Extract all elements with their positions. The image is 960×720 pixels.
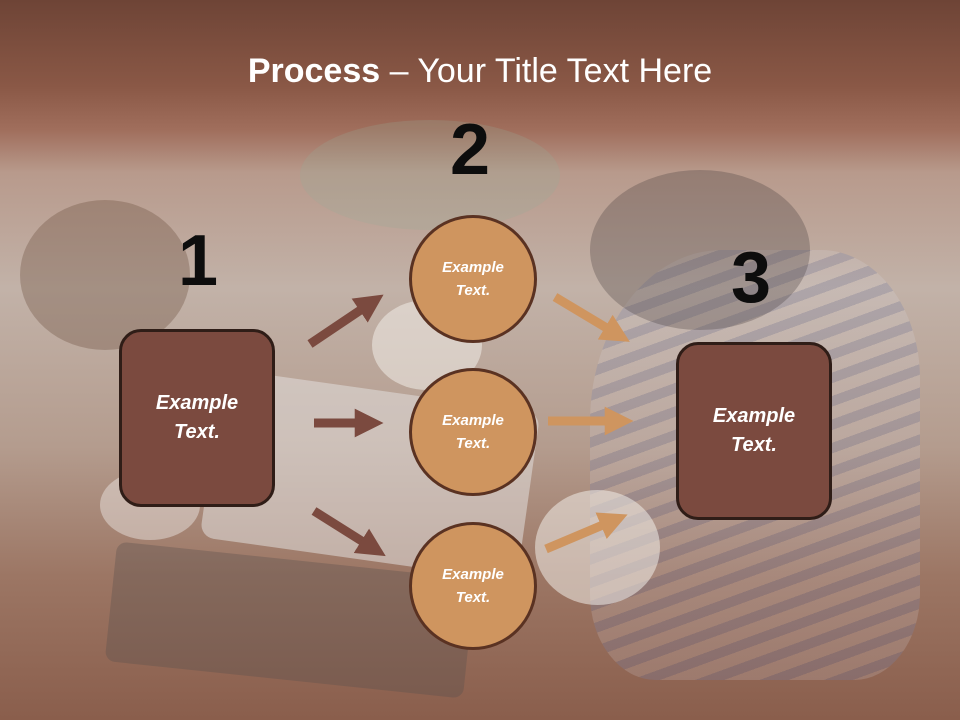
slide-title-rest: – Your Title Text Here bbox=[380, 52, 713, 90]
arrow-to-circle-top bbox=[307, 294, 384, 348]
arrow-from-circle-bottom bbox=[544, 512, 628, 554]
step-1-text: Example Text. bbox=[155, 392, 239, 443]
arrow-from-circle-top bbox=[552, 293, 630, 342]
circle-bottom-text: Example Text. bbox=[442, 566, 504, 606]
circle-middle-text: Example Text. bbox=[442, 412, 504, 452]
arrow-to-circle-bottom bbox=[311, 507, 386, 557]
step-2-circle-middle: Example Text. bbox=[409, 368, 537, 496]
step-number-1: 1 bbox=[178, 221, 219, 301]
circle-top-text: Example Text. bbox=[442, 259, 504, 299]
step-number-2: 2 bbox=[450, 110, 491, 190]
step-3-box: Example Text. bbox=[676, 342, 832, 520]
background-photo-person-middle bbox=[300, 120, 560, 230]
step-2-circle-bottom: Example Text. bbox=[409, 522, 537, 650]
step-number-3: 3 bbox=[731, 238, 772, 318]
step-2-circle-top: Example Text. bbox=[409, 215, 537, 343]
step-1-box: Example Text. bbox=[119, 329, 275, 507]
slide-title: Process – Your Title Text Here bbox=[0, 52, 960, 91]
slide-title-bold: Process bbox=[247, 52, 381, 90]
step-3-text: Example Text. bbox=[712, 405, 796, 456]
background-photo-person-left bbox=[20, 200, 190, 350]
background-photo-head-right bbox=[590, 170, 810, 330]
